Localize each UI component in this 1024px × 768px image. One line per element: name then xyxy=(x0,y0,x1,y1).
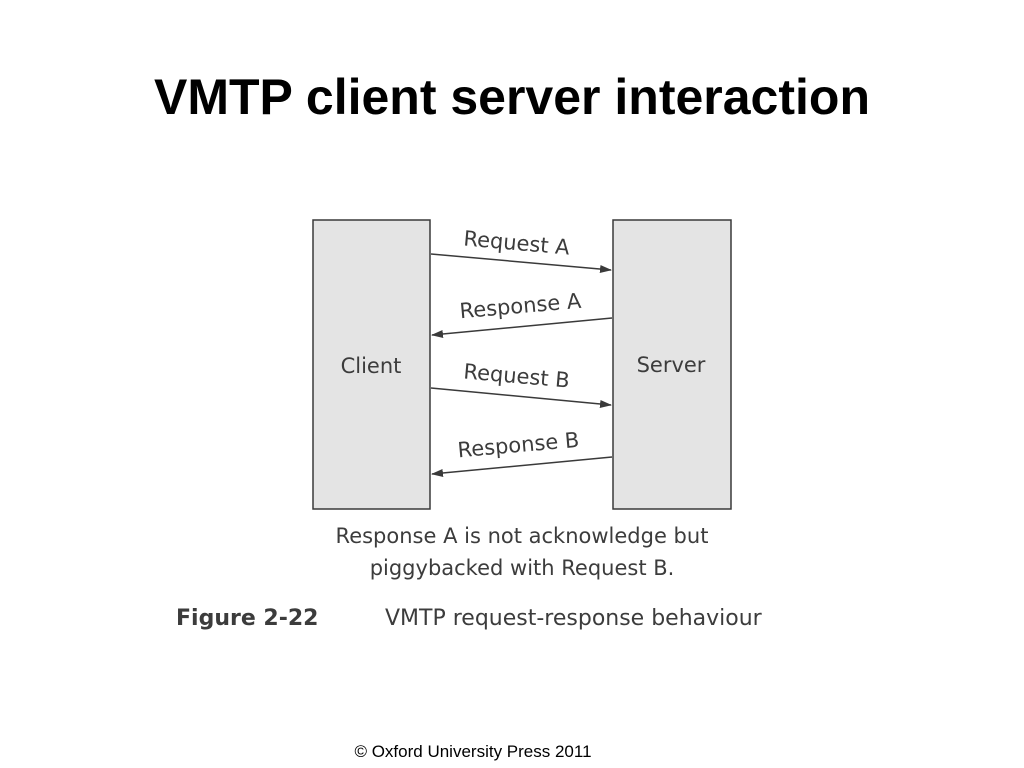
request-b-label: Request B xyxy=(463,359,571,392)
request-a-arrow xyxy=(430,253,612,274)
slide-title: VMTP client server interaction xyxy=(154,69,870,125)
figure-caption-number: Figure 2-22 xyxy=(176,606,318,631)
request-b-arrow xyxy=(430,387,612,408)
server-label: Server xyxy=(637,353,706,377)
note-line-2: piggybacked with Request B. xyxy=(370,556,675,580)
server-box xyxy=(612,219,732,510)
response-a-arrow xyxy=(431,317,613,338)
client-box xyxy=(312,219,431,510)
client-label: Client xyxy=(341,354,402,378)
response-a-label: Response A xyxy=(459,289,583,324)
request-a-label: Request A xyxy=(463,226,572,259)
response-b-arrow xyxy=(431,456,613,477)
copyright-footer: © Oxford University Press 2011 xyxy=(354,742,592,761)
note-line-1: Response A is not acknowledge but xyxy=(336,524,709,548)
figure-caption-text: VMTP request-response behaviour xyxy=(385,606,763,631)
response-b-label: Response B xyxy=(457,428,581,463)
